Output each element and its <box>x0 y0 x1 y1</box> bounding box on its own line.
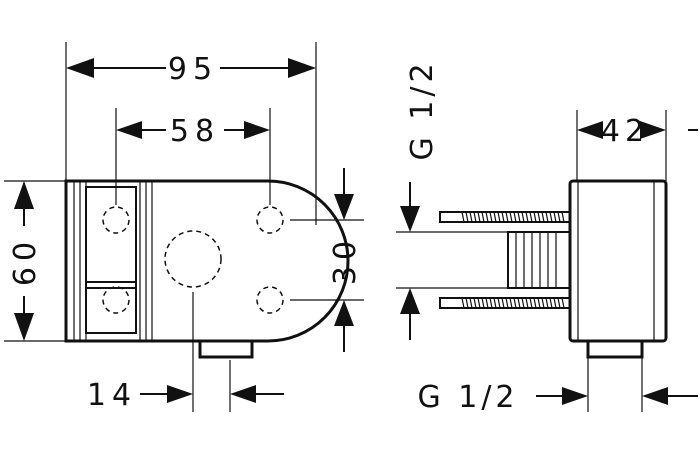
thread-hatch-line <box>509 297 513 309</box>
thread-hatch-line <box>529 211 533 223</box>
thread-hatch-line <box>541 211 545 223</box>
upper-thread-rod <box>439 211 571 223</box>
thread-hatch-line <box>481 211 485 223</box>
thread-top-label: G 1/2 <box>405 59 440 160</box>
thread-hatch-line <box>493 211 497 223</box>
thread-hatch-line <box>465 297 469 309</box>
dimension-hole-spacing: 58 <box>115 108 271 205</box>
thread-hatch-line <box>477 211 481 223</box>
thread-hatch-line <box>513 297 517 309</box>
thread-hatch-line <box>501 211 505 223</box>
front-body-outline <box>64 179 350 343</box>
thread-hatch-line <box>497 211 501 223</box>
lower-thread-rod <box>439 297 571 309</box>
thread-hatch-line <box>461 297 465 309</box>
side-view <box>439 179 668 359</box>
thread-hatch-line <box>489 297 493 309</box>
thread-hatch-line <box>481 297 485 309</box>
thread-hatch-line <box>533 297 537 309</box>
hidden-hole <box>102 286 130 314</box>
thread-hatch-line <box>537 297 541 309</box>
thread-hatch-line <box>557 297 561 309</box>
hidden-hole <box>256 206 284 234</box>
thread-hatch-line <box>505 297 509 309</box>
dimension-thread-top: G 1/2 <box>396 59 508 340</box>
dimension-height: 60 <box>4 180 66 342</box>
thread-hatch-line <box>469 297 473 309</box>
dim-58-label: 58 <box>170 114 220 149</box>
thread-hatch-line <box>521 211 525 223</box>
upper-thread-hatching <box>461 211 565 223</box>
thread-hatch-line <box>521 297 525 309</box>
side-outlet-stub <box>586 339 644 359</box>
thread-hatch-line <box>465 211 469 223</box>
front-slot <box>85 186 137 334</box>
hidden-outlet-bore <box>164 230 222 288</box>
thread-hatch-line <box>469 211 473 223</box>
front-outlet-stub <box>198 339 254 359</box>
thread-hatch-line <box>533 211 537 223</box>
dim-60-label: 60 <box>8 236 43 286</box>
thread-hatch-line <box>553 297 557 309</box>
thread-hatch-line <box>477 297 481 309</box>
thread-hatch-line <box>549 211 553 223</box>
thread-hatch-line <box>501 297 505 309</box>
thread-hatch-line <box>525 211 529 223</box>
dimension-depth: 42 <box>576 110 698 181</box>
thread-hatch-line <box>513 211 517 223</box>
thread-hatch-line <box>473 211 477 223</box>
thread-hatch-line <box>517 297 521 309</box>
thread-hatch-line <box>561 297 565 309</box>
thread-hatch-line <box>485 211 489 223</box>
thread-hatch-line <box>525 297 529 309</box>
thread-hatch-line <box>461 211 465 223</box>
side-connector <box>507 231 571 289</box>
thread-hatch-line <box>553 211 557 223</box>
dim-30-label: 30 <box>328 235 363 285</box>
thread-hatch-line <box>561 211 565 223</box>
thread-hatch-line <box>485 297 489 309</box>
thread-hatch-line <box>489 211 493 223</box>
thread-hatch-line <box>529 297 533 309</box>
thread-hatch-line <box>545 297 549 309</box>
thread-hatch-line <box>517 211 521 223</box>
lower-thread-hatching <box>461 297 565 309</box>
thread-bottom-label: G 1/2 <box>417 380 518 415</box>
hidden-hole <box>102 206 130 234</box>
thread-hatch-line <box>545 211 549 223</box>
front-view <box>64 179 350 359</box>
thread-hatch-line <box>537 211 541 223</box>
dim-14-label: 14 <box>87 378 137 413</box>
thread-hatch-line <box>509 211 513 223</box>
thread-hatch-line <box>493 297 497 309</box>
dim-42-label: 42 <box>601 114 649 149</box>
side-body <box>568 179 668 343</box>
dimension-total-width: 95 <box>65 42 317 225</box>
thread-hatch-line <box>505 211 509 223</box>
thread-hatch-line <box>497 297 501 309</box>
dimension-thread-bottom: G 1/2 <box>417 357 698 415</box>
thread-hatch-line <box>549 297 553 309</box>
thread-hatch-line <box>541 297 545 309</box>
dimension-outlet-offset: 14 <box>87 292 284 413</box>
thread-hatch-line <box>557 211 561 223</box>
dimension-hole-vertical: 30 <box>290 168 364 352</box>
thread-hatch-line <box>473 297 477 309</box>
hidden-hole <box>256 286 284 314</box>
dim-95-label: 95 <box>168 52 218 87</box>
